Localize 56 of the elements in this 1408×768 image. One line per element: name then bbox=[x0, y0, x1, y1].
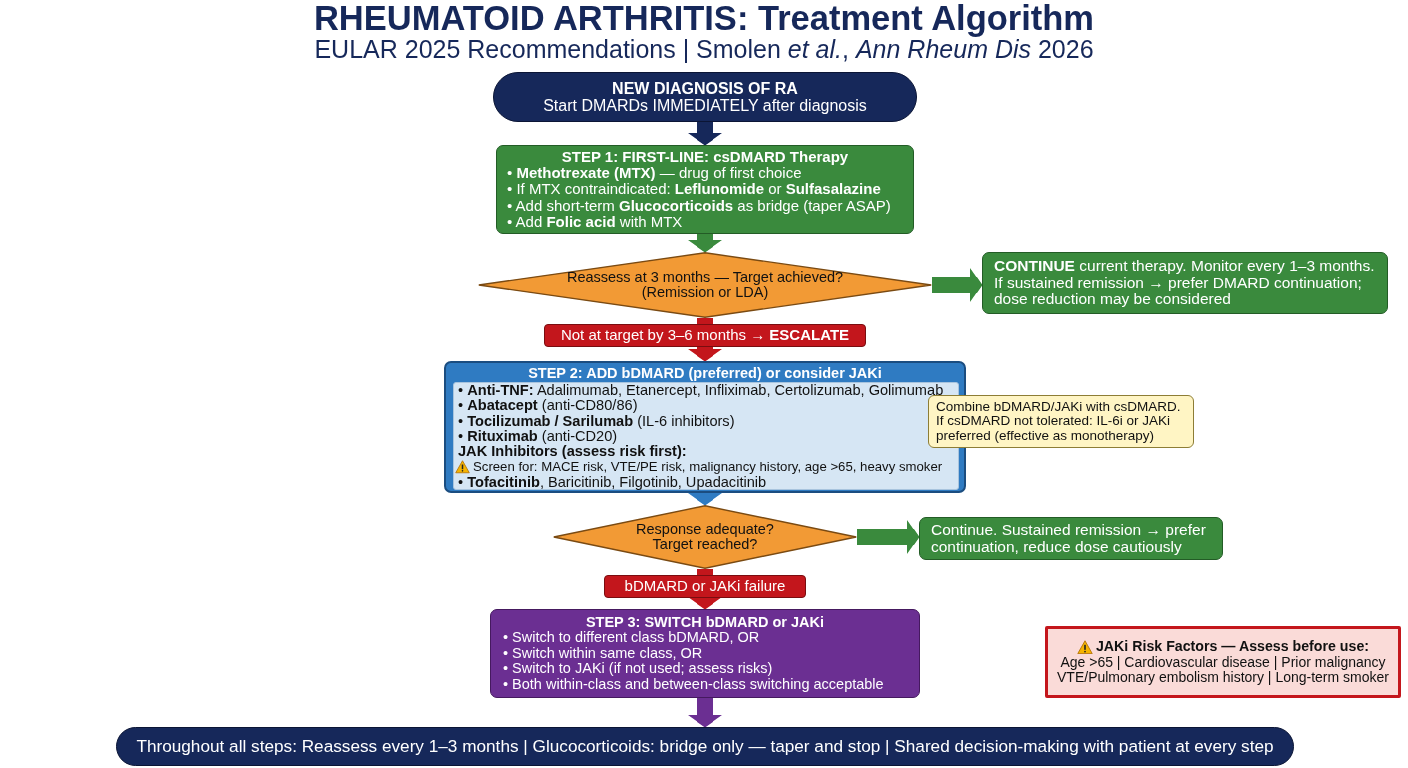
process-box bbox=[496, 145, 914, 234]
arrow bbox=[688, 347, 722, 361]
process-box bbox=[490, 609, 920, 698]
outcome-box bbox=[919, 517, 1223, 560]
summary-banner bbox=[116, 727, 1294, 766]
decision-diamond bbox=[478, 252, 932, 318]
arrow bbox=[688, 234, 722, 252]
bullet-item: • If MTX contraindicated: Leflunomide or Sulfasalazine bbox=[507, 181, 881, 198]
status-text: Not at target by 3–6 months → ESCALATE bbox=[560, 327, 850, 344]
decision-text: Reassess at 3 months — Target achieved? bbox=[566, 269, 844, 285]
arrow bbox=[688, 597, 722, 609]
bullet-item: • Add Folic acid with MTX bbox=[507, 213, 683, 230]
note-box bbox=[928, 395, 1194, 448]
connector bbox=[697, 318, 713, 324]
note-text: Combine bDMARD/JAKi with csDMARD. If csDMARD not tolerated: IL-6i or JAKi preferred (effective as monotherapy) bbox=[936, 399, 1182, 444]
bullet-item: • Rituximab (anti-CD20) bbox=[458, 428, 618, 445]
bullet-item: • Switch to JAKi (if not used; assess risks) bbox=[503, 661, 773, 677]
status-banner bbox=[544, 324, 866, 347]
panel-text: VTE/Pulmonary embolism history | Long-term smoker bbox=[1057, 669, 1389, 685]
status-banner bbox=[604, 575, 806, 598]
outcome-box bbox=[982, 252, 1388, 314]
arrow bbox=[688, 122, 722, 145]
step-heading: STEP 2: ADD bDMARD (preferred) or consider JAKi bbox=[528, 366, 882, 382]
decision-text: Target reached? bbox=[652, 537, 758, 553]
summary-text: Throughout all steps: Reassess every 1–3 months | Glucocorticoids: bridge only — taper and stop | Shared decision-making with patient at every step bbox=[136, 737, 1274, 756]
panel-text: Age >65 | Cardiovascular disease | Prior malignancy bbox=[1060, 654, 1386, 670]
diagram-title: RHEUMATOID ARTHRITIS: Treatment Algorithm bbox=[313, 0, 1095, 38]
arrow bbox=[688, 493, 722, 505]
bullet-item: • Tofacitinib, Baricitinib, Filgotinib, Upadacitinib bbox=[458, 474, 767, 491]
bullet-item: • Both within-class and between-class switching acceptable bbox=[503, 676, 884, 693]
decision-text: (Remission or LDA) bbox=[641, 285, 769, 301]
terminal-heading: NEW DIAGNOSIS OF RA bbox=[612, 79, 798, 97]
terminal-text: Start DMARDs IMMEDIATELY after diagnosis bbox=[543, 97, 867, 115]
subtitle: EULAR 2025 Recommendations | Smolen et al., Ann Rheum Dis 2026 bbox=[314, 36, 1094, 64]
subheading: JAK Inhibitors (assess risk first): bbox=[458, 444, 687, 460]
bullet-item: • Abatacept (anti-CD80/86) bbox=[458, 398, 638, 414]
outcome-text: CONTINUE current therapy. Monitor every 1–3 months. If sustained remission → prefer DMARD continuation; dose reduction may be considered bbox=[994, 258, 1376, 308]
step-heading: STEP 1: FIRST-LINE: csDMARD Therapy bbox=[561, 149, 849, 166]
start-terminal bbox=[493, 72, 917, 122]
bullet-item: • Add short-term Glucocorticoids as bridge (taper ASAP) bbox=[507, 197, 891, 214]
bullet-item: • Tocilizumab / Sarilumab (IL-6 inhibitors) bbox=[458, 413, 735, 429]
status-text: bDMARD or JAKi failure bbox=[624, 578, 786, 595]
warning-panel bbox=[1045, 626, 1401, 698]
step-heading: STEP 3: SWITCH bDMARD or JAKi bbox=[585, 614, 825, 631]
arrow bbox=[932, 268, 982, 302]
panel-heading: JAKi Risk Factors — Assess before use: bbox=[1095, 639, 1370, 655]
bullet-item: • Switch within same class, OR bbox=[503, 645, 703, 662]
decision-diamond bbox=[553, 505, 857, 569]
outcome-text: Continue. Sustained remission → prefer continuation, reduce dose cautiously bbox=[931, 521, 1207, 556]
bullet-item: • Switch to different class bDMARD, OR bbox=[503, 630, 760, 646]
arrow bbox=[688, 698, 722, 727]
decision-text: Response adequate? bbox=[636, 521, 774, 537]
warning-text: Screen for: MACE risk, VTE/PE risk, malignancy history, age >65, heavy smoker bbox=[473, 459, 943, 475]
arrow bbox=[857, 520, 919, 554]
bullet-item: • Anti-TNF: Adalimumab, Etanercept, Infliximab, Certolizumab, Golimumab bbox=[458, 383, 944, 399]
bullet-item: • Methotrexate (MTX) — drug of first choice bbox=[507, 165, 802, 182]
